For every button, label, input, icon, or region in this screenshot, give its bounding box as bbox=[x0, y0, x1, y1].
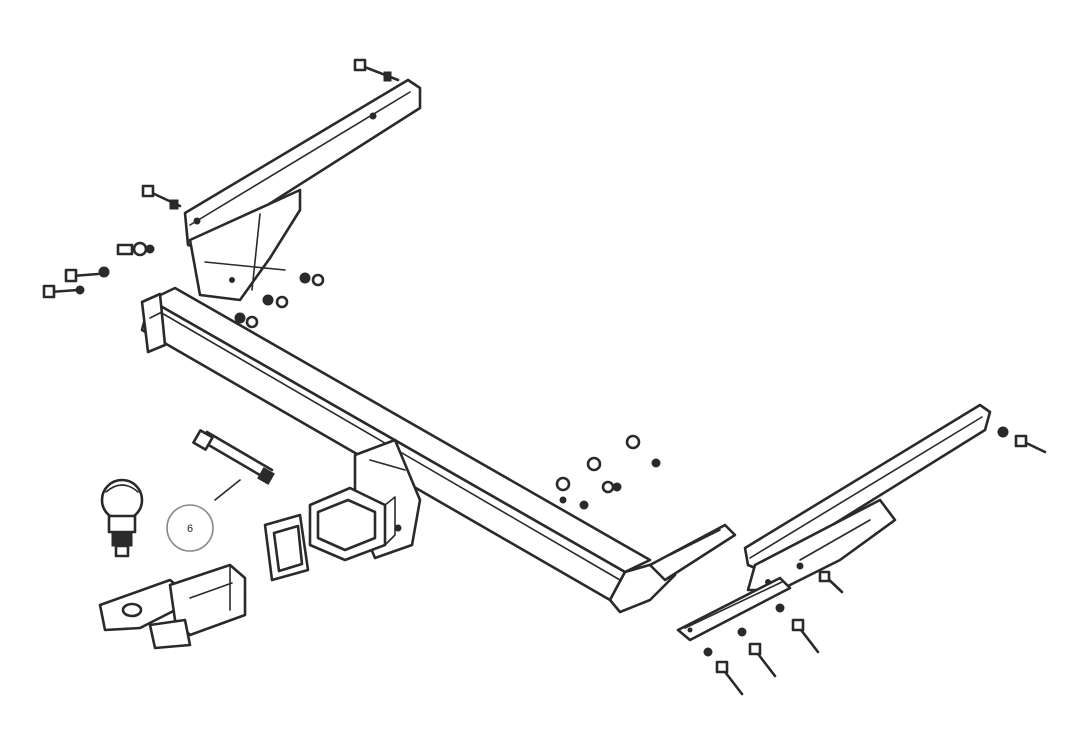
tow-ball bbox=[100, 478, 144, 558]
left-mounting-bracket bbox=[183, 78, 422, 302]
receiver-collar bbox=[263, 513, 310, 582]
main-cross-bar bbox=[140, 286, 737, 614]
callout-circle bbox=[166, 504, 214, 552]
fasteners-right bbox=[703, 426, 1047, 696]
ball-mount-shank bbox=[98, 563, 247, 650]
callout-label: 6 bbox=[187, 523, 193, 535]
receiver-hitch bbox=[308, 438, 422, 562]
right-mounting-bracket bbox=[676, 403, 992, 642]
fasteners-left bbox=[42, 58, 400, 329]
fasteners-center bbox=[555, 434, 661, 510]
part-callout: 6 bbox=[166, 504, 214, 552]
hitch-pin bbox=[192, 429, 275, 501]
